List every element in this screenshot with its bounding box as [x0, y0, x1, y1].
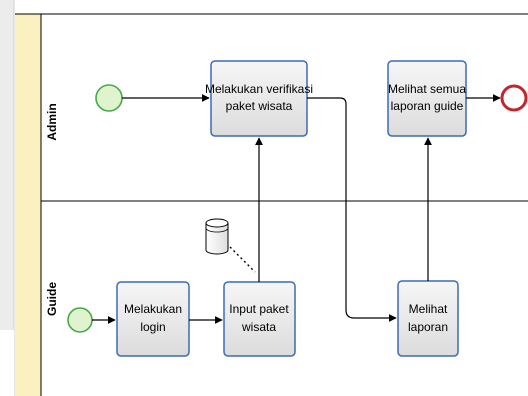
pool-header — [15, 14, 41, 396]
admin-end-event — [500, 84, 528, 112]
left-margin-strip — [0, 0, 14, 396]
admin-start-event — [95, 84, 123, 112]
lane-label-guide: Guide — [45, 282, 59, 316]
lane-label-admin: Admin — [45, 103, 59, 140]
task-guide-login-box — [116, 281, 190, 357]
task-admin-view-reports-line-2: laporan guide — [391, 99, 464, 113]
data-store-icon — [205, 218, 229, 255]
task-guide-view-report: Melihat laporan — [397, 280, 459, 357]
flow-verify-to-guide-view-report — [307, 97, 397, 322]
task-guide-input-package-line-2: wisata — [241, 320, 276, 334]
task-guide-view-report-line-1: Melihat — [409, 302, 448, 316]
task-admin-verify-line-1: Melakukan verifikasi — [205, 82, 313, 96]
guide-start-event — [67, 307, 93, 333]
task-guide-login-line-1: Melakukan — [124, 302, 182, 316]
task-guide-login-line-2: login — [140, 320, 165, 334]
task-admin-view-reports: Melihat semua laporan guide — [387, 60, 467, 137]
task-guide-view-report-line-2: laporan — [408, 320, 448, 334]
data-association — [229, 246, 256, 273]
task-admin-verify: Melakukan verifikasi paket wisata — [205, 60, 313, 137]
task-guide-input-package-box — [223, 281, 296, 357]
task-admin-verify-line-2: paket wisata — [226, 99, 293, 113]
task-guide-input-package-line-1: Input paket — [229, 302, 289, 316]
task-guide-input-package: Input paket wisata — [223, 281, 296, 357]
task-guide-view-report-box — [397, 280, 459, 357]
task-guide-login: Melakukan login — [116, 281, 190, 357]
task-admin-view-reports-line-1: Melihat semua — [388, 82, 466, 96]
